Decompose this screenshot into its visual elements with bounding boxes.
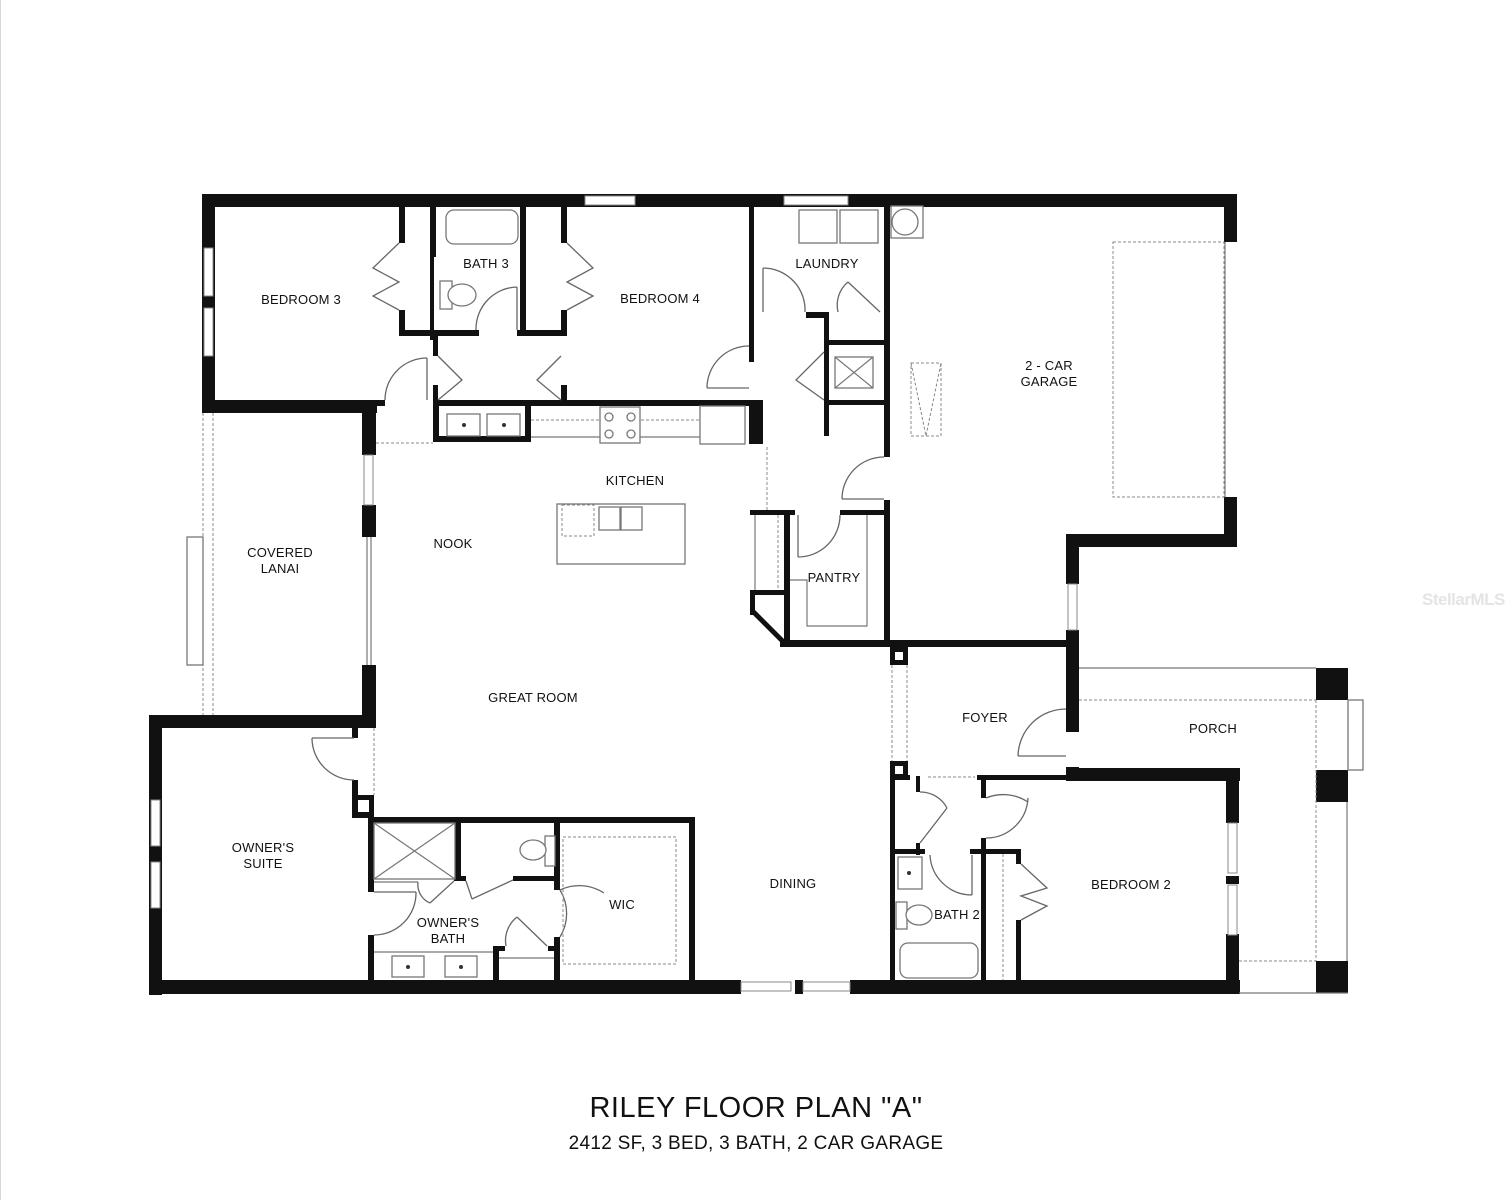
room-label-wic: WIC — [609, 897, 635, 912]
room-label-dining: DINING — [769, 876, 817, 891]
room-label-garage: 2 - CAR GARAGE — [1020, 358, 1078, 389]
exterior-walls — [149, 194, 1240, 995]
room-label-covered-lanai: COVERED LANAI — [247, 545, 313, 576]
watermark: StellarMLS — [1422, 590, 1505, 609]
room-label-porch: PORCH — [1189, 721, 1237, 736]
room-label-bath-2: BATH 2 — [934, 907, 980, 922]
door-swings — [311, 242, 1067, 947]
room-label-bedroom-3: BEDROOM 3 — [261, 292, 341, 307]
room-label-foyer: FOYER — [962, 710, 1008, 725]
room-label-owners-bath: OWNER'S BATH — [416, 915, 480, 946]
room-label-bedroom-2: BEDROOM 2 — [1091, 877, 1171, 892]
room-label-pantry: PANTRY — [807, 570, 861, 585]
page-edge-line — [0, 0, 1, 1200]
fixtures — [186, 205, 1364, 994]
room-label-bath-3: BATH 3 — [463, 256, 509, 271]
plan-subtitle: 2412 SF, 3 BED, 3 BATH, 2 CAR GARAGE — [568, 1133, 944, 1154]
interior-walls — [352, 207, 1066, 982]
room-label-great-room: GREAT ROOM — [488, 690, 578, 705]
windows — [150, 195, 1238, 992]
room-label-laundry: LAUNDRY — [795, 256, 859, 271]
plan-title: RILEY FLOOR PLAN "A" — [589, 1092, 923, 1124]
room-label-kitchen: KITCHEN — [605, 473, 665, 488]
room-label-nook: NOOK — [433, 536, 473, 551]
room-label-bedroom-4: BEDROOM 4 — [620, 291, 700, 306]
room-label-owners-suite: OWNER'S SUITE — [231, 840, 295, 871]
